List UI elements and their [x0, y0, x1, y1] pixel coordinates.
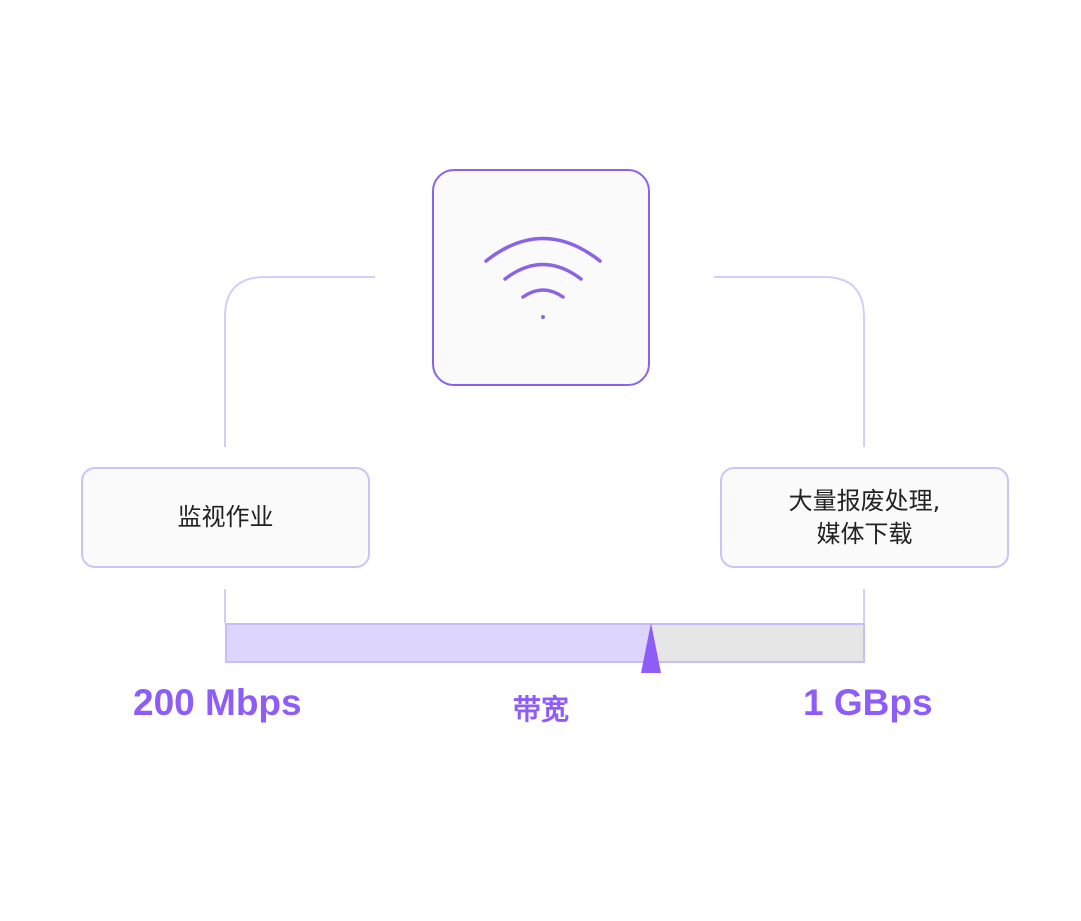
use-case-monitoring: 监视作业	[81, 467, 370, 568]
use-case-label-line2: 媒体下载	[816, 519, 913, 548]
bandwidth-axis-label: 带宽	[513, 693, 570, 726]
use-case-bulk-media: 大量报废处理, 媒体下载	[720, 467, 1009, 568]
left-connector	[224, 276, 375, 623]
bandwidth-min-label: 200 Mbps	[133, 682, 302, 723]
bandwidth-bar	[225, 623, 865, 663]
wifi-icon	[484, 236, 602, 319]
wifi-device-box	[432, 169, 650, 386]
use-case-label: 监视作业	[177, 503, 274, 531]
use-case-label-line1: 大量报废处理,	[788, 486, 941, 515]
bandwidth-indicator	[641, 623, 662, 673]
bandwidth-max-label: 1 GBps	[803, 682, 933, 723]
bandwidth-bar-fill	[227, 625, 652, 661]
right-connector	[714, 276, 865, 623]
